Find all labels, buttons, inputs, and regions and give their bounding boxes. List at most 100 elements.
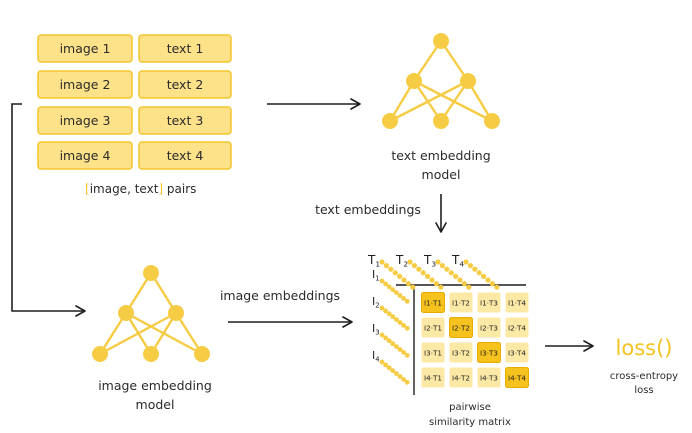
text-box-label: text 2 [167, 77, 204, 92]
text-box [138, 141, 232, 170]
embedding-dot [383, 335, 388, 341]
embedding-dot [411, 263, 417, 269]
embedding-dot [494, 284, 500, 290]
embedding-dot [401, 323, 406, 328]
caption-text-word: text [135, 182, 159, 196]
image-box [37, 34, 133, 63]
embedding-dot [390, 341, 396, 347]
embedding-dot [379, 332, 385, 338]
image-embedding-network [92, 265, 210, 362]
embedding-dot [386, 284, 392, 290]
embedding-dot [383, 362, 388, 368]
matrix-cell-label: I3·T4 [508, 349, 526, 358]
embedding-dot [397, 273, 403, 279]
embedding-dot [392, 270, 398, 276]
text-box [138, 106, 232, 135]
matrix-cell-label: I4·T4 [508, 374, 526, 383]
image-box-label: image 4 [60, 148, 111, 163]
image-box-label: image 3 [60, 113, 111, 128]
embedding-dot [397, 347, 403, 352]
embedding-dot [401, 377, 406, 382]
embedding-dot [461, 281, 467, 287]
embedding-dot [386, 338, 392, 344]
embedding-dot [379, 305, 385, 311]
embedding-dot [420, 270, 426, 276]
embedding-dot [481, 273, 487, 279]
image-embedding-label: I2 [372, 295, 380, 309]
pair-row: image 4 text 4 [37, 141, 232, 170]
text-box [138, 70, 232, 99]
matrix-cell-label: I3·T2 [452, 349, 470, 358]
embedding-dot [404, 298, 410, 304]
matrix-cell [477, 342, 501, 363]
embedding-dot [435, 259, 441, 265]
matrix-cell-label: I1·T4 [508, 299, 526, 308]
embedding-dot [448, 270, 454, 276]
matrix-cell [477, 292, 501, 313]
loss-caption: cross-entropy [610, 371, 678, 382]
matrix-cell [505, 292, 529, 313]
image-embedding-label: I4 [372, 349, 380, 363]
matrix-cell [421, 292, 445, 313]
embedding-dot [401, 350, 406, 355]
network-node [382, 113, 398, 129]
embedding-dot [404, 325, 410, 331]
embedding-dot [379, 259, 385, 265]
matrix-cell [449, 342, 473, 363]
embedding-dot [407, 259, 413, 265]
text-box-label: text 4 [167, 148, 204, 163]
matrix-cell [421, 317, 445, 338]
embedding-dot [379, 359, 385, 365]
matrix-cell [477, 367, 501, 388]
pair-row: image 2 text 2 [37, 70, 232, 99]
caption-sep: , [127, 182, 135, 196]
image-box-label: image 2 [60, 77, 111, 92]
pairs-caption: [image, text] pairs [85, 182, 196, 196]
embedding-dot [390, 287, 396, 293]
matrix-caption: pairwise [449, 402, 491, 413]
matrix-cell-label: I1·T1 [424, 299, 442, 308]
matrix-cell-label: I2·T4 [508, 324, 526, 333]
network-node [194, 346, 210, 362]
matrix-cell-label: I3·T3 [480, 349, 498, 358]
network-node [460, 73, 476, 89]
network-node [118, 305, 134, 321]
image-box-label: image 1 [60, 41, 111, 56]
embedding-dot [401, 277, 407, 283]
pair-boxes: image 1 text 1 image 2 text 2 image 3 te… [37, 34, 232, 170]
matrix-cell-label: I2·T1 [424, 324, 442, 333]
embedding-dot [401, 296, 406, 301]
matrix-cell [421, 342, 445, 363]
text-embedding-label: T4 [451, 253, 464, 269]
matrix-cell [449, 317, 473, 338]
embedding-dot [386, 365, 392, 371]
embedding-dot [394, 344, 399, 349]
matrix-cell [505, 342, 529, 363]
text-box [138, 34, 232, 63]
embedding-dot [397, 374, 403, 379]
embedding-dot [439, 263, 445, 269]
embedding-dot [489, 281, 495, 287]
embedding-dot [386, 311, 392, 317]
embedding-dot [383, 308, 388, 314]
embedding-dot [410, 284, 416, 290]
text-box-label: text 1 [167, 41, 204, 56]
network-node [168, 305, 184, 321]
embedding-dot [379, 278, 385, 284]
caption-bracket-open: [ [85, 182, 90, 196]
embedding-dot [404, 352, 410, 358]
embedding-dot [388, 266, 394, 272]
embedding-dot [476, 270, 482, 276]
image-box [37, 70, 133, 99]
embedding-dot [485, 277, 491, 283]
matrix-cell [505, 317, 529, 338]
caption-suffix: pairs [163, 182, 196, 196]
network-node [433, 33, 449, 49]
matrix-caption: similarity matrix [429, 417, 511, 428]
image-box [37, 141, 133, 170]
embedding-dot [404, 379, 410, 385]
matrix-cell-label: I4·T2 [452, 374, 470, 383]
embedding-dot [390, 314, 396, 320]
text-box-label: text 3 [167, 113, 204, 128]
matrix-cell-label: I1·T3 [480, 299, 498, 308]
